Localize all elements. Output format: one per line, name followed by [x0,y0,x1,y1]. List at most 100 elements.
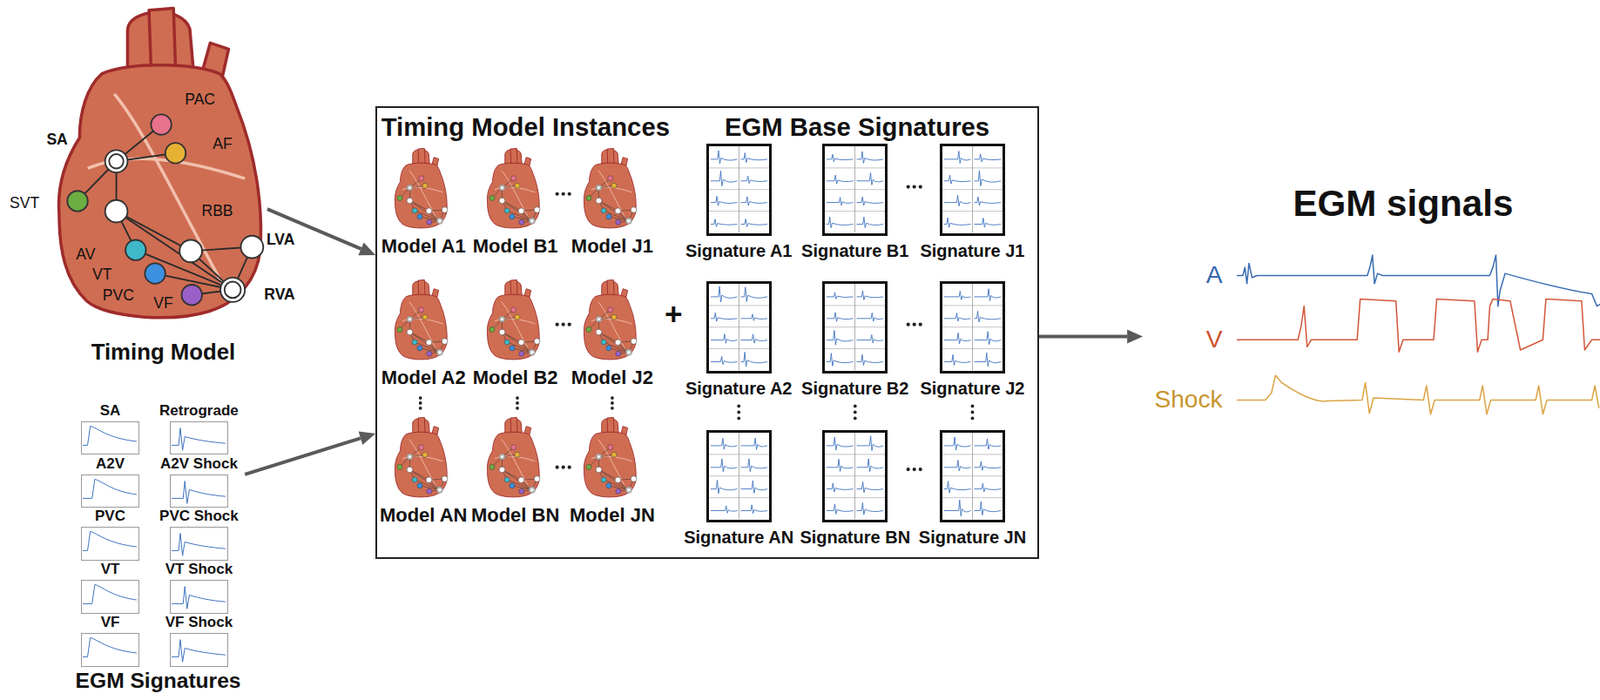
model-instance: Model A1 [381,146,466,258]
signature-thumbnail: VT [81,560,140,615]
signature-traces [942,146,1003,233]
signature-frame [81,633,140,668]
signature-trace [170,475,228,508]
model-caption: Model A2 [381,367,466,389]
heart-site-label: RBB [201,202,233,220]
base-signature: Signature A2 [685,281,793,398]
heart-thumbnail [382,146,465,234]
instances-box: Timing Model Instances EGM Base Signature… [375,106,1040,560]
heart-site-label: RVA [263,286,295,304]
heart-thumbnail [474,146,557,234]
box-heading: EGM Base Signatures [724,112,990,142]
heart-site-label: PVC [102,287,135,304]
box-heading: Timing Model Instances [381,112,670,142]
heart-site-label: AV [75,246,95,264]
signature-frame [81,474,140,509]
signature-name: VT Shock [165,560,233,579]
signature-frame [81,526,140,561]
heart-thumbnail [571,415,654,503]
model-instance: Model AN [379,415,468,527]
signature-caption: Signature BN [799,527,911,547]
base-signature: Signature JN [918,430,1027,547]
signature-trace [170,527,228,561]
signature-caption: Signature AN [683,527,794,547]
model-instance: Model J1 [571,146,654,258]
heart-thumbnail [571,146,654,234]
panel-caption: EGM Signatures [75,668,242,694]
signature-traces [824,432,885,520]
base-signature: Signature AN [683,430,794,547]
model-caption: Model A1 [381,236,466,257]
model-instance: Model BN [471,415,560,527]
plus-sign: + [664,297,683,332]
model-caption: Model B1 [472,236,559,257]
signature-caption: Signature JN [918,527,1027,547]
signature-name: VF Shock [165,614,233,632]
signature-frame [822,281,888,373]
signature-trace [81,422,139,455]
signature-trace [81,634,139,667]
model-instance: Model A2 [381,277,466,390]
signature-name: PVC [81,507,140,526]
signature-frame [822,143,888,236]
heart-site-label: AF [212,136,232,154]
signal-name: A [1206,262,1223,290]
heart-site-label: PAC [184,91,216,109]
signature-traces [942,432,1003,520]
signature-frame [706,430,772,522]
signature-caption: Signature J2 [919,378,1025,399]
model-caption: Model AN [379,505,468,527]
signature-trace [170,580,228,614]
heart-site-label: LVA [266,232,296,250]
heart-thumbnail [571,277,654,365]
heart-illustration [59,8,264,318]
model-instance: Model B1 [472,146,559,258]
heart-thumbnail [382,415,465,503]
signature-frame [81,421,140,456]
signature-caption: Signature B2 [801,378,909,399]
signature-thumbnail: VT Shock [165,560,233,615]
signature-thumbnail: VF [81,614,140,668]
model-caption: Model B2 [472,367,559,389]
model-caption: Model J2 [571,367,654,389]
base-signature: Signature B2 [801,281,909,398]
heart-site-label: VT [92,267,112,284]
base-signature: Signature J2 [919,281,1025,398]
heart-site-label: SVT [9,195,40,213]
model-instance: Model B2 [472,277,559,390]
signature-trace [81,475,139,508]
signature-frame [939,281,1006,373]
signature-caption: Signature A2 [685,378,793,399]
signature-caption: Signature A1 [685,241,793,261]
signature-traces [942,283,1003,371]
signature-frame [169,526,229,561]
signature-frame [939,430,1006,522]
signature-traces [708,283,770,371]
signature-name: VT [81,560,140,579]
heart-thumbnail [382,277,465,365]
signals-title: EGM signals [1206,182,1600,227]
signature-thumbnail: PVC Shock [159,507,239,561]
signature-caption: Signature B1 [801,241,909,261]
signature-traces [824,283,885,371]
signature-name: SA [81,402,140,420]
model-instance: Model JN [569,415,655,527]
signature-caption: Signature J1 [919,241,1025,261]
signature-name: VF [81,614,140,632]
signature-trace [170,634,228,667]
signature-traces [708,146,770,233]
signature-trace [81,580,139,614]
model-caption: Model J1 [571,236,654,257]
signature-name: Retrograde [159,402,239,420]
base-signature: Signature B1 [801,143,909,260]
signature-trace [170,422,228,455]
panel-caption: Timing Model [91,339,237,366]
model-instance: Model J2 [571,277,654,390]
signature-frame [706,143,772,236]
flow-arrow [267,209,376,256]
model-caption: Model BN [471,505,560,527]
ventricular-trace [1236,298,1600,352]
ellipsis-dots [418,184,975,472]
